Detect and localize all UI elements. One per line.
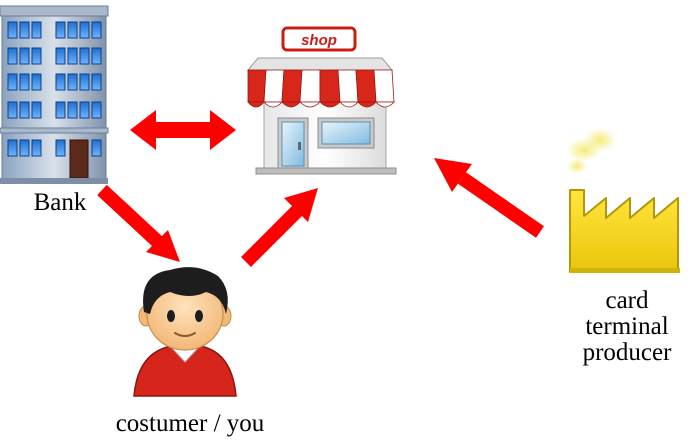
customer-label: costumer / you — [115, 410, 265, 437]
producer-label-line-2: terminal — [585, 313, 669, 340]
arrow-customer-to-shop — [241, 188, 318, 267]
arrow-bank-to-customer — [97, 184, 180, 262]
bank-building-icon — [0, 5, 109, 184]
bank-label: Bank — [33, 189, 87, 216]
factory-icon — [566, 128, 680, 273]
customer-person-icon — [133, 267, 237, 397]
arrow-producer-to-shop — [434, 158, 544, 238]
producer-label-line-3: producer — [582, 339, 672, 366]
shop-sign-text: shop — [301, 32, 337, 49]
arrow-bank-shop-bidirectional — [130, 110, 236, 150]
shop-storefront-icon: shop — [246, 26, 397, 175]
producer-label-line-1: card — [605, 287, 649, 314]
card-terminal-producer-label: card terminal producer — [560, 288, 694, 366]
